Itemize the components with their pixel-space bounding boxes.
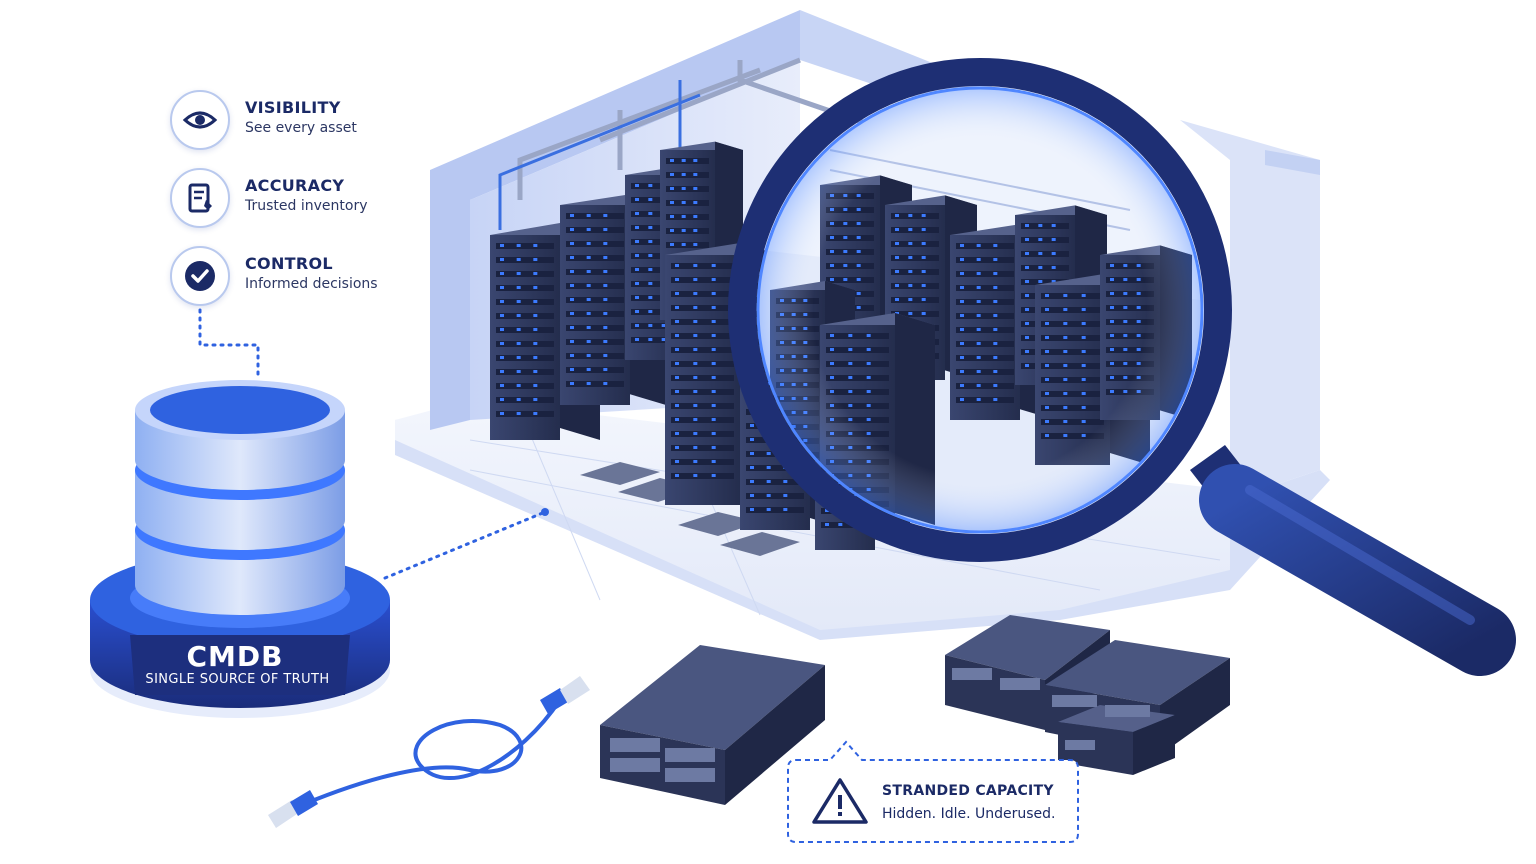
feature-visibility: VISIBILITY See every asset — [170, 90, 490, 150]
feature-control: CONTROL Informed decisions — [170, 246, 490, 306]
warning-title: STRANDED CAPACITY — [882, 783, 1054, 799]
eye-icon — [170, 90, 230, 150]
feature-subtitle: Trusted inventory — [245, 198, 368, 214]
feature-subtitle: See every asset — [245, 120, 357, 136]
document-icon — [170, 168, 230, 228]
cmdb-subtitle: SINGLE SOURCE OF TRUTH — [145, 672, 330, 687]
warning-icon — [812, 778, 868, 824]
warning-callout — [787, 740, 1079, 843]
feature-title: CONTROL — [245, 254, 333, 273]
feature-title: VISIBILITY — [245, 98, 341, 117]
connector-lines — [198, 308, 547, 580]
feature-title: ACCURACY — [245, 176, 345, 195]
standalone-servers — [600, 615, 1230, 805]
check-icon — [170, 246, 230, 306]
cmdb-database-icon — [90, 380, 390, 718]
feature-subtitle: Informed decisions — [245, 276, 378, 292]
feature-accuracy: ACCURACY Trusted inventory — [170, 168, 490, 228]
cmdb-title: CMDB — [186, 640, 284, 673]
ethernet-cable — [268, 676, 590, 828]
magnifying-glass — [728, 58, 1516, 676]
warning-subtitle: Hidden. Idle. Underused. — [882, 806, 1056, 822]
